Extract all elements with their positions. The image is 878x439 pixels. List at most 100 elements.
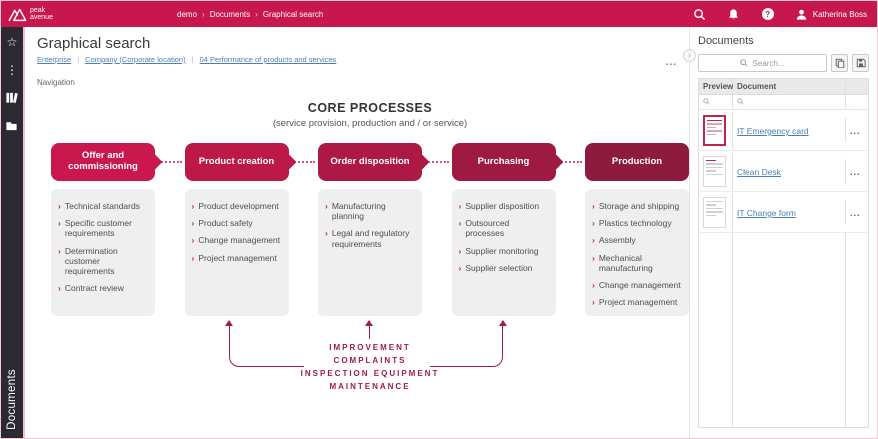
process-box-product-creation[interactable]: Product creation (184, 143, 296, 181)
preview-cell (699, 152, 733, 190)
list-item[interactable]: ›Assembly (592, 235, 683, 245)
process-box-offer-and-commissioning[interactable]: Offer and commissioning (51, 143, 163, 181)
chevron-icon: › (592, 279, 595, 290)
up-arrowhead-icon (365, 320, 373, 326)
favorites-star-icon[interactable]: ☆ (6, 35, 18, 49)
breadcrumb-separator: › (255, 9, 258, 19)
peakavenue-logo[interactable]: peak avenue (7, 6, 137, 22)
list-item[interactable]: ›Project management (592, 297, 683, 307)
page-more-button[interactable]: ... (665, 57, 677, 68)
list-item[interactable]: ›Storage and shipping (592, 201, 683, 211)
copy-button[interactable] (831, 54, 848, 72)
list-item-label: Technical standards (64, 201, 140, 211)
list-item-label: Project management (598, 297, 678, 308)
link-separator: | (77, 55, 80, 64)
chevron-icon: › (58, 218, 61, 229)
document-link[interactable]: IT Emergency card (737, 126, 809, 136)
top-bar: peak avenue demo › Documents › Graphical… (1, 1, 877, 27)
search-icon (740, 59, 749, 67)
location-links: Enterprise | Company (Corporate location… (37, 55, 689, 64)
save-button[interactable] (852, 54, 869, 72)
user-avatar-icon (795, 8, 808, 21)
page-title: Graphical search (37, 35, 151, 52)
actions-cell: ... (846, 159, 868, 183)
document-link[interactable]: IT Change form (737, 208, 796, 218)
more-options-icon[interactable]: ⋮ (6, 63, 18, 77)
link-company[interactable]: Company (Corporate location) (85, 55, 186, 64)
breadcrumb-graphical-search[interactable]: Graphical search (262, 9, 324, 19)
list-item[interactable]: ›Project management (192, 253, 283, 263)
filter-document-input[interactable] (733, 95, 846, 109)
core-processes-diagram: CORE PROCESSES (service provision, produ… (51, 101, 689, 398)
breadcrumb-demo[interactable]: demo (177, 9, 198, 19)
table-row[interactable]: IT Emergency card ... (699, 110, 868, 151)
row-more-button[interactable]: ... (850, 126, 861, 136)
link-enterprise[interactable]: Enterprise (37, 55, 72, 64)
document-thumbnail[interactable] (703, 196, 726, 228)
process-box-purchasing[interactable]: Purchasing (451, 143, 563, 181)
list-item-label: Manufacturing planning (331, 201, 386, 222)
process-box-order-disposition[interactable]: Order disposition (318, 143, 430, 181)
list-item[interactable]: ›Outsourced processes (459, 218, 550, 238)
empty-actions-column (846, 233, 868, 427)
row-more-button[interactable]: ... (850, 167, 861, 177)
list-item[interactable]: ›Technical standards (58, 201, 149, 211)
search-icon[interactable] (693, 7, 707, 21)
list-item[interactable]: ›Specific customer requirements (58, 218, 149, 238)
link-performance[interactable]: 04 Performance of products and services (199, 55, 337, 64)
list-item[interactable]: ›Change management (592, 280, 683, 290)
app-body: ☆ ⋮ Documents Graphical search ... Enter… (1, 27, 877, 438)
list-item[interactable]: ›Change management (192, 235, 283, 245)
dotted-connector (291, 161, 315, 163)
up-arrowhead-icon (499, 320, 507, 326)
list-item[interactable]: ›Supplier monitoring (459, 246, 550, 256)
document-thumbnail[interactable] (703, 114, 726, 146)
list-item[interactable]: ›Product safety (192, 218, 283, 228)
search-input[interactable]: Search... (698, 54, 827, 72)
documents-folder-icon[interactable] (5, 119, 19, 133)
chevron-icon: › (58, 283, 61, 294)
diagram-subtitle: (service provision, production and / or … (272, 118, 468, 129)
list-item-label: Assembly (598, 235, 636, 246)
list-item[interactable]: ›Plastics technology (592, 218, 683, 228)
list-item[interactable]: ›Contract review (58, 283, 149, 293)
chevron-icon: › (458, 245, 462, 256)
list-item[interactable]: ›Supplier selection (459, 263, 550, 273)
chevron-icon: › (58, 201, 61, 211)
document-cell: Clean Desk (733, 159, 846, 183)
list-item[interactable]: ›Legal and regulatory requirements (325, 228, 416, 248)
breadcrumb-documents[interactable]: Documents (209, 9, 251, 19)
topbar-actions: ? Katherina Boss (693, 7, 867, 21)
list-item-label: Supplier disposition (465, 201, 540, 211)
list-item[interactable]: ›Manufacturing planning (325, 201, 416, 221)
table-row[interactable]: IT Change form ... (699, 192, 868, 233)
arrow-point (546, 153, 563, 171)
document-link[interactable]: Clean Desk (737, 167, 781, 177)
search-placeholder: Search... (752, 58, 785, 68)
row-more-button[interactable]: ... (850, 208, 861, 218)
list-item[interactable]: ›Product development (192, 201, 283, 211)
chevron-icon: › (458, 218, 462, 229)
document-thumbnail[interactable] (703, 155, 726, 187)
list-product-creation: ›Product development ›Product safety ›Ch… (184, 189, 289, 316)
notifications-bell-icon[interactable] (727, 7, 741, 21)
process-box-production[interactable]: Production (585, 143, 689, 181)
chevron-icon: › (458, 262, 462, 273)
list-item[interactable]: ›Supplier disposition (459, 201, 550, 211)
user-menu[interactable]: Katherina Boss (795, 8, 867, 21)
help-icon[interactable]: ? (761, 7, 775, 21)
feedback-labels: IMPROVEMENT COMPLAINTS INSPECTION EQUIPM… (51, 341, 689, 393)
chevron-icon: › (58, 245, 61, 256)
list-item[interactable]: ›Determination customer requirements (58, 246, 149, 277)
panel-collapse-button[interactable]: › (683, 49, 696, 62)
column-header-preview[interactable]: Preview (699, 79, 733, 94)
empty-document-column (733, 233, 846, 427)
list-item-label: Supplier monitoring (465, 245, 539, 256)
library-books-icon[interactable] (5, 91, 19, 105)
list-item[interactable]: ›Mechanical manufacturing (592, 253, 683, 273)
process-row: Offer and commissioning Product creation… (51, 143, 689, 181)
table-row[interactable]: Clean Desk ... (699, 151, 868, 192)
process-label: Purchasing (477, 155, 530, 167)
filter-preview-input[interactable] (699, 95, 733, 109)
column-header-document[interactable]: Document (733, 79, 846, 94)
